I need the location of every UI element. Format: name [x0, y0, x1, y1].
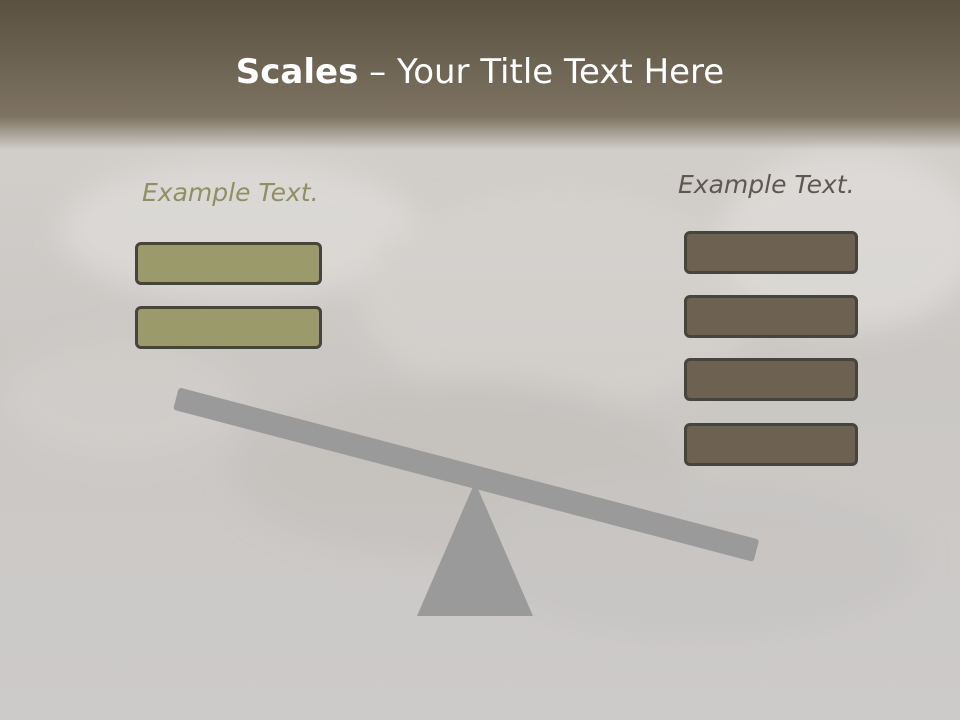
title-bar [0, 0, 960, 150]
right-box-3 [684, 358, 858, 401]
right-box-1 [684, 231, 858, 274]
slide-title: Scales – Your Title Text Here [0, 52, 960, 92]
right-box-4 [684, 423, 858, 466]
right-box-2 [684, 295, 858, 338]
scale-fulcrum [417, 482, 533, 616]
title-rest-part: – Your Title Text Here [358, 52, 725, 92]
title-bold-part: Scales [235, 52, 359, 92]
left-box-1 [135, 242, 322, 285]
left-box-2 [135, 306, 322, 349]
left-heading: Example Text. [142, 178, 319, 207]
right-heading: Example Text. [678, 170, 855, 199]
